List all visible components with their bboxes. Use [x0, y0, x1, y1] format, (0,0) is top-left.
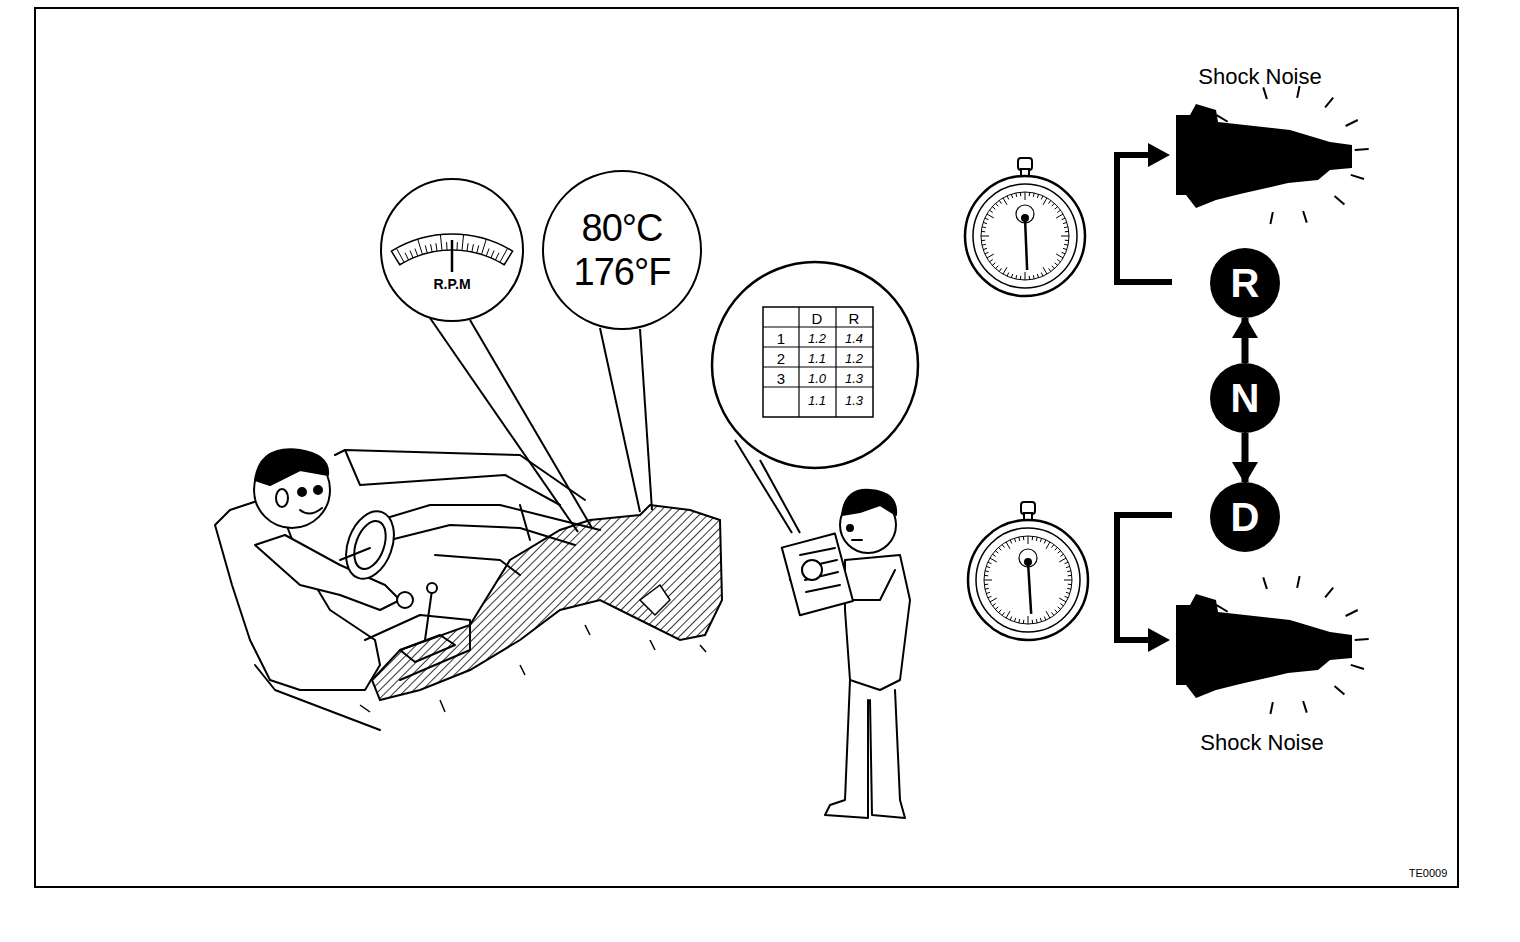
figure-code: TE0009	[1409, 868, 1448, 879]
table-row-number: 2	[777, 351, 785, 366]
table-cell: 1.3	[845, 394, 863, 407]
arrowhead	[1148, 143, 1170, 652]
table-cell: 1.2	[845, 352, 863, 365]
temperature-value: 80°C	[582, 209, 663, 247]
table-balloon	[712, 262, 918, 468]
table-row-number: 1	[777, 331, 785, 346]
shift-arrow	[1242, 318, 1249, 363]
table-cell: 1.3	[845, 372, 863, 385]
shift-letter: N	[1231, 378, 1260, 418]
shift-position: R	[1210, 248, 1280, 318]
bracket	[1117, 155, 1172, 640]
shift-position: N	[1210, 363, 1280, 433]
table-header: D	[812, 311, 823, 326]
table-cell: 1.2	[808, 332, 826, 345]
shock-noise-label: Shock Noise	[1198, 66, 1322, 88]
shift-letter: D	[1231, 497, 1260, 537]
shift-position: D	[1210, 482, 1280, 552]
table-header: R	[849, 311, 860, 326]
transmission-silhouette	[1176, 594, 1352, 698]
table-cell: 1.1	[808, 394, 826, 407]
tachometer-gauge	[382, 180, 521, 319]
stopwatch	[965, 158, 1085, 296]
temperature-balloon: 80°C 176°F	[542, 170, 702, 330]
table-cell: 1.1	[808, 352, 826, 365]
engine-transmission	[360, 505, 722, 712]
gauge-label: R.P.M	[433, 277, 470, 291]
table-cell: 1.4	[845, 332, 863, 345]
frame	[35, 8, 1458, 887]
table-row-number: 3	[777, 371, 785, 386]
temperature-value: 176°F	[574, 253, 671, 291]
table-cell: 1.0	[808, 372, 826, 385]
driver	[254, 449, 413, 610]
transmission-silhouette	[1176, 104, 1352, 208]
shock-noise-label: Shock Noise	[1200, 732, 1324, 754]
stopwatch	[968, 502, 1088, 640]
shift-arrow	[1242, 433, 1249, 482]
mechanic	[782, 490, 910, 818]
stopwatches	[965, 158, 1088, 640]
rpm-balloon: R.P.M	[380, 178, 524, 322]
shift-letter: R	[1231, 263, 1260, 303]
shock-lines	[1202, 86, 1368, 714]
